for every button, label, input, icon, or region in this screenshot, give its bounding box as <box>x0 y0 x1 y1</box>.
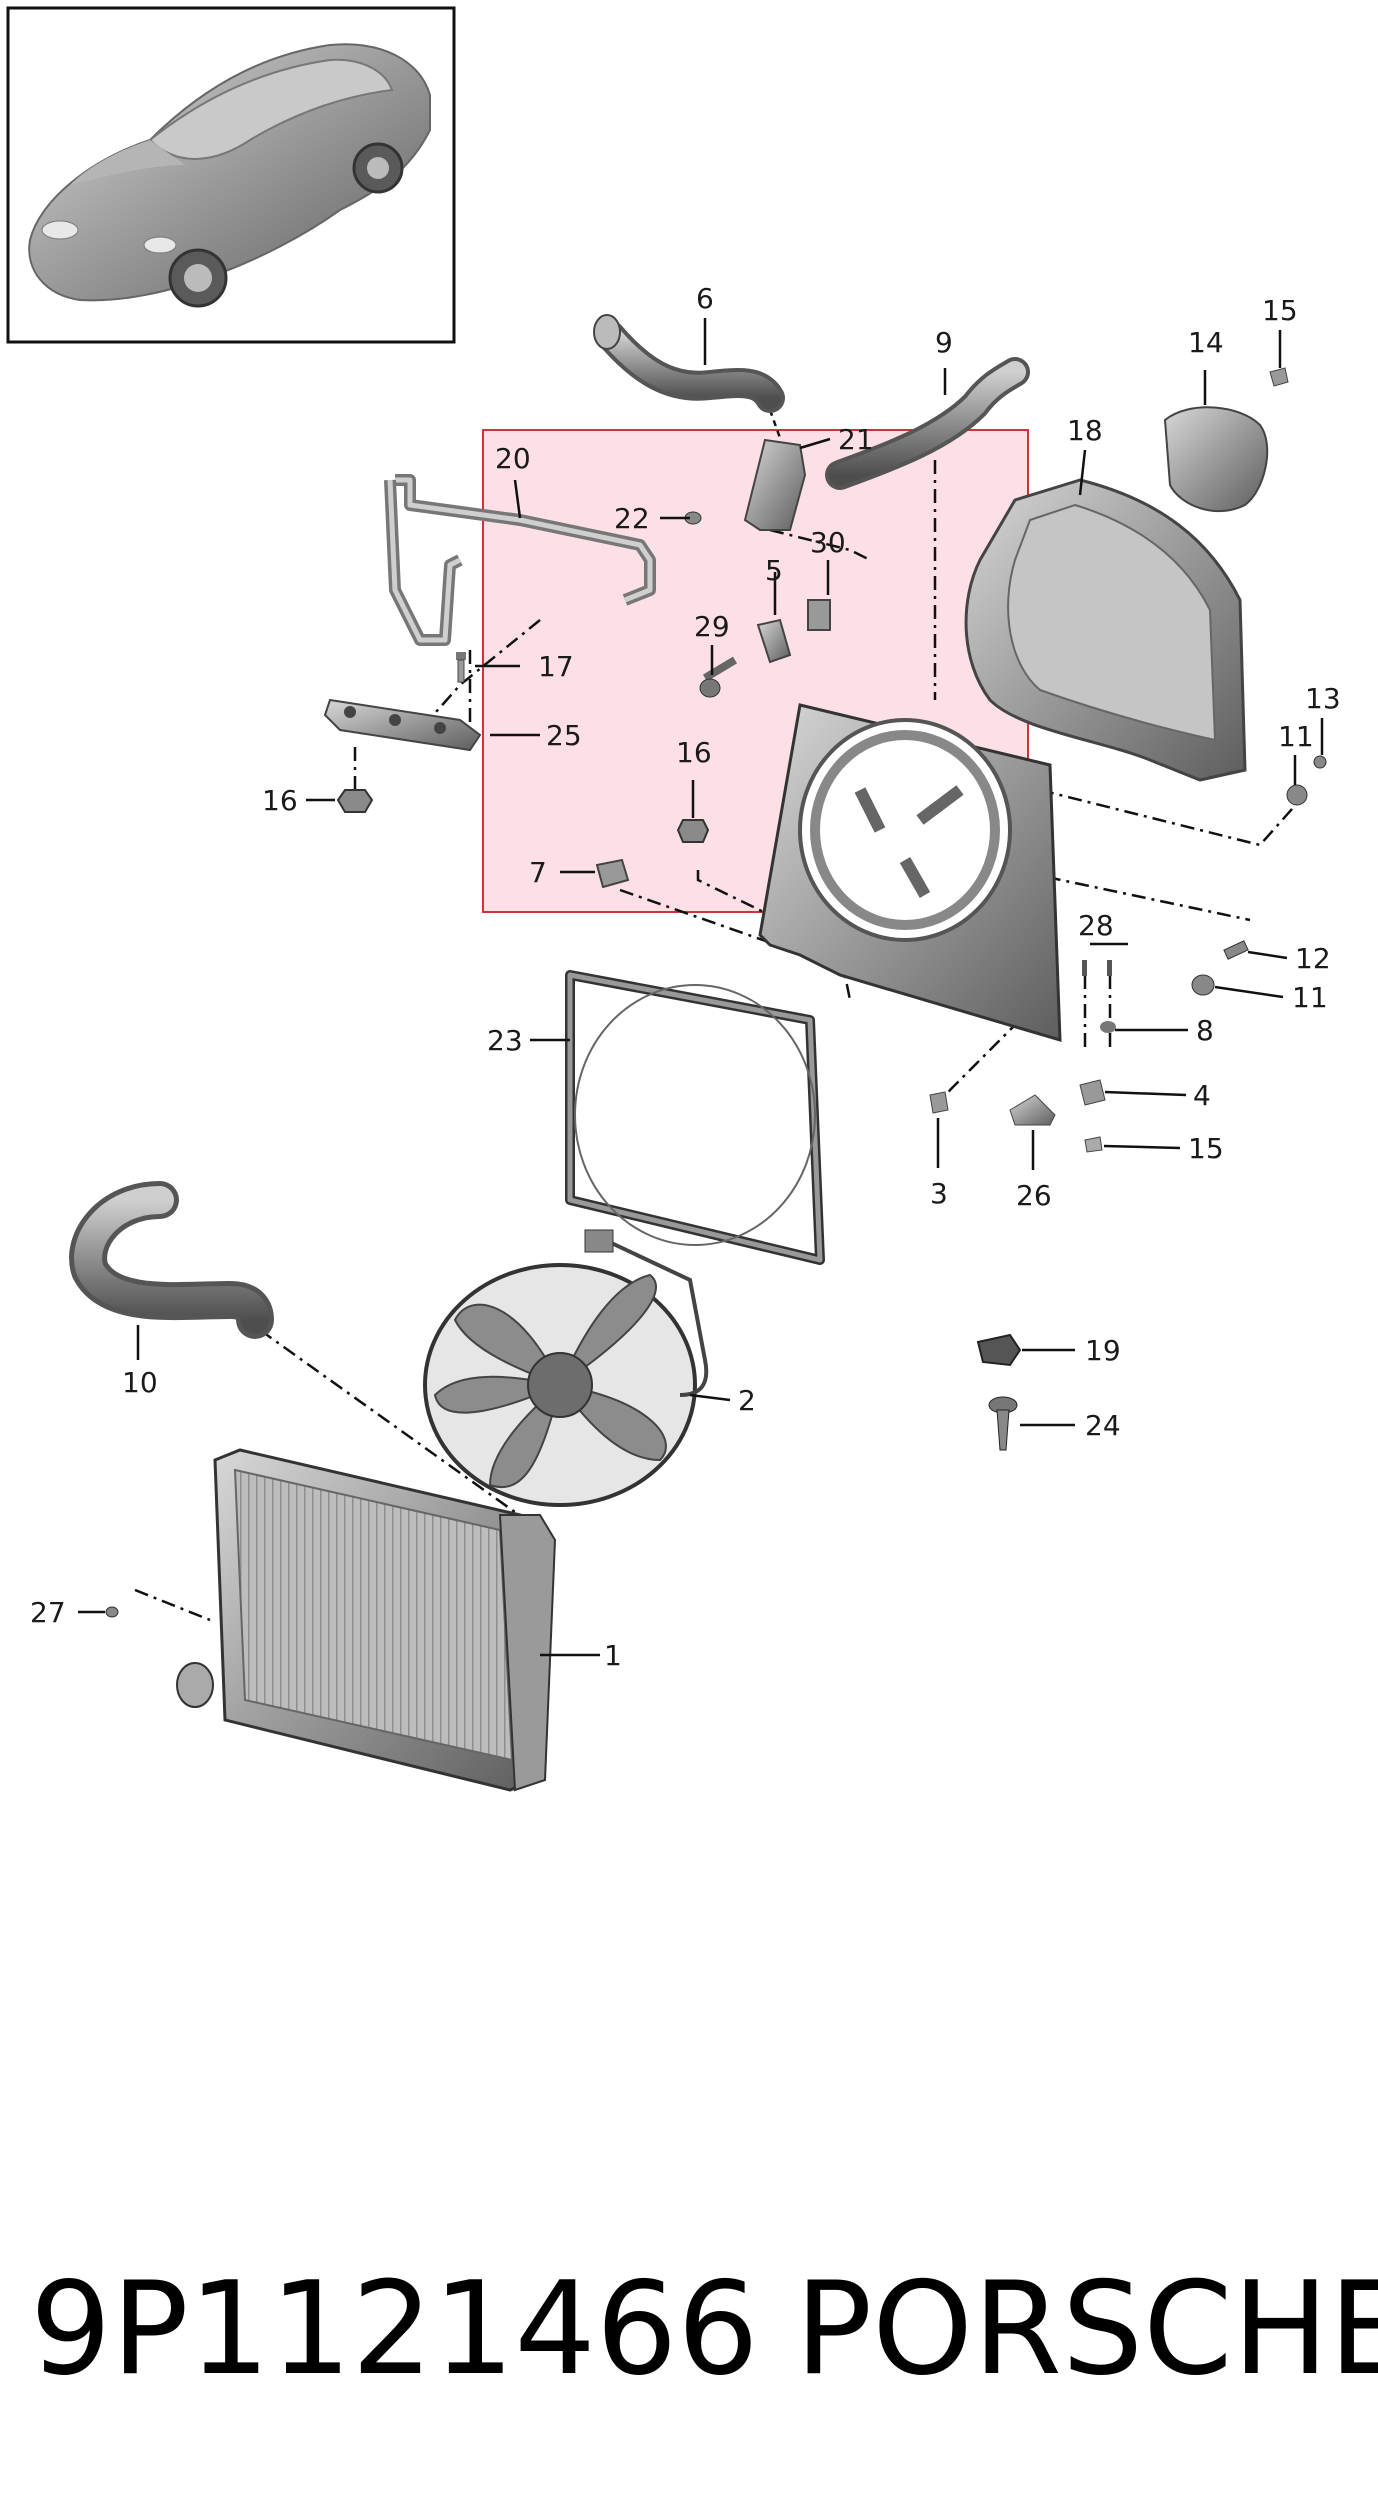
callout-12: 12 <box>1295 942 1331 975</box>
callout-17: 17 <box>538 650 574 683</box>
callout-4: 4 <box>1193 1079 1211 1112</box>
part-7-clip <box>595 858 630 889</box>
callout-14: 14 <box>1188 326 1224 359</box>
part-15-clip-top <box>1269 367 1289 387</box>
part-17-bolt <box>456 652 466 683</box>
callout-7: 7 <box>529 856 547 889</box>
callout-2: 2 <box>738 1384 756 1417</box>
part-28-studs <box>1082 960 1112 976</box>
callout-25: 25 <box>546 719 582 752</box>
part-23-seal-frame <box>565 970 825 1265</box>
part-15-clip-lower <box>1084 1136 1103 1153</box>
callout-15: 15 <box>1262 294 1298 327</box>
part-6-hose <box>593 314 785 413</box>
part-3-clip <box>929 1091 949 1114</box>
callout-19: 19 <box>1085 1334 1121 1367</box>
brand-name: PORSCHE <box>795 2255 1378 2404</box>
callout-18: 18 <box>1067 414 1103 447</box>
callout-8: 8 <box>1196 1014 1214 1047</box>
part-1-radiator <box>176 1448 557 1792</box>
footer-caption: 9P1121466 PORSCHE <box>0 2260 1378 2400</box>
part-11-nut-lower <box>1191 974 1215 996</box>
part-18-shroud <box>964 478 1247 782</box>
part-25-bracket <box>323 698 482 752</box>
callout-16-center: 16 <box>676 736 712 769</box>
part-12-spacer <box>1223 940 1249 960</box>
callout-1: 1 <box>604 1639 622 1672</box>
part-9-hose <box>825 357 1030 490</box>
callout-28: 28 <box>1078 909 1114 942</box>
part-16-nut-left <box>336 789 374 813</box>
part-16-nut-center <box>676 819 710 843</box>
part-2-fan <box>423 1229 709 1507</box>
part-fan-frame <box>758 703 1062 1043</box>
part-27-screw <box>105 1606 119 1618</box>
callout-23: 23 <box>487 1024 523 1057</box>
callout-29: 29 <box>694 610 730 643</box>
callout-5: 5 <box>765 554 783 587</box>
vehicle-thumbnail <box>6 6 456 344</box>
part-29-bolt <box>699 656 738 698</box>
part-8-grommet <box>1100 1021 1116 1033</box>
part-14-motor-cover <box>1163 406 1269 513</box>
callout-ticks <box>78 318 1324 1657</box>
callout-11-lower: 11 <box>1292 981 1328 1014</box>
callout-15-lower: 15 <box>1188 1132 1224 1165</box>
part-20-coolant-pipe <box>384 474 656 646</box>
callout-labels: 6 9 14 15 18 20 21 22 30 5 29 17 25 16 1… <box>30 282 1341 1672</box>
part-13-screw <box>1313 755 1327 769</box>
part-4-bracket <box>1079 1079 1106 1106</box>
callout-24: 24 <box>1085 1409 1121 1442</box>
callout-11-upper: 11 <box>1278 720 1314 753</box>
part-26-mount <box>1009 1094 1056 1126</box>
callout-16-left: 16 <box>262 784 298 817</box>
callout-10: 10 <box>122 1366 158 1399</box>
callout-3: 3 <box>930 1177 948 1210</box>
callout-22: 22 <box>614 502 650 535</box>
car-illustration <box>28 43 431 308</box>
part-19-clip <box>976 1333 1022 1367</box>
part-5-bracket <box>756 618 792 664</box>
part-11-nut-upper <box>1286 784 1308 806</box>
part-30-clip <box>807 599 831 631</box>
callout-9: 9 <box>935 326 953 359</box>
part-10-hose <box>69 1181 274 1339</box>
callout-6: 6 <box>696 282 714 315</box>
callout-20: 20 <box>495 442 531 475</box>
part-24-rivet <box>988 1396 1018 1451</box>
callout-21: 21 <box>838 423 874 456</box>
callout-13: 13 <box>1305 682 1341 715</box>
part-number: 9P1121466 <box>30 2255 759 2404</box>
callout-27: 27 <box>30 1596 66 1629</box>
callout-30: 30 <box>810 526 846 559</box>
callout-26: 26 <box>1016 1179 1052 1212</box>
part-21-connector <box>743 438 807 531</box>
